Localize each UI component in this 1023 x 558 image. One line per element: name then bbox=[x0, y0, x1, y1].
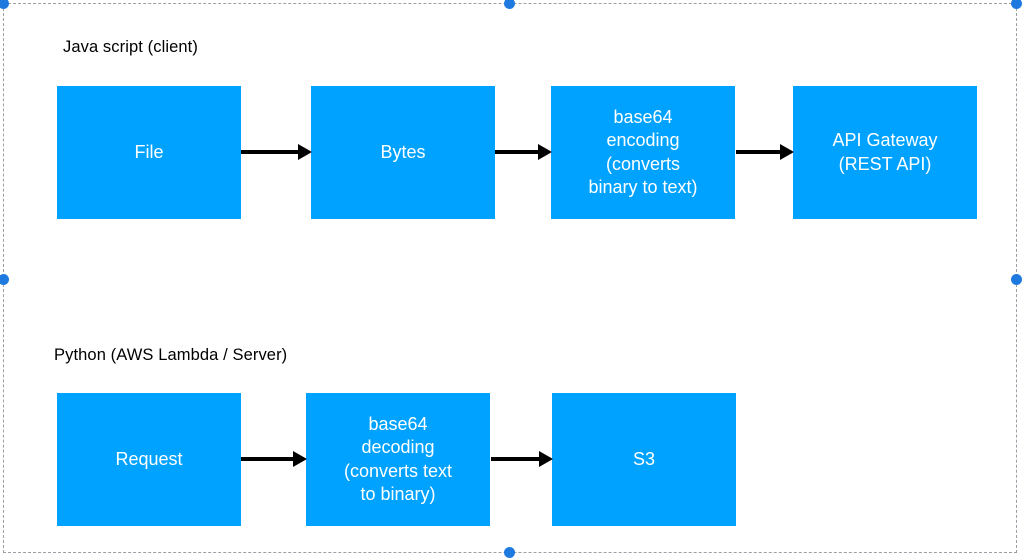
arrow-shaft-icon bbox=[736, 150, 781, 154]
node-b64decode[interactable]: base64 decoding (converts text to binary… bbox=[306, 393, 490, 526]
arrow-head-icon bbox=[298, 144, 312, 160]
arrow-head-icon bbox=[780, 144, 794, 160]
node-b64encode[interactable]: base64 encoding (converts binary to text… bbox=[551, 86, 735, 219]
handle-middle-right[interactable] bbox=[1011, 274, 1022, 285]
arrow-shaft-icon bbox=[495, 150, 539, 154]
handle-bottom-center[interactable] bbox=[504, 547, 515, 558]
section-label-1: Python (AWS Lambda / Server) bbox=[54, 346, 288, 364]
section-label-0: Java script (client) bbox=[63, 38, 198, 56]
handle-top-left[interactable] bbox=[0, 0, 9, 9]
arrow-shaft-icon bbox=[241, 457, 294, 461]
node-bytes[interactable]: Bytes bbox=[311, 86, 495, 219]
node-apigateway[interactable]: API Gateway (REST API) bbox=[793, 86, 977, 219]
arrow-bytes-to-b64encode[interactable] bbox=[495, 144, 552, 160]
arrow-shaft-icon bbox=[491, 457, 540, 461]
handle-middle-left[interactable] bbox=[0, 274, 9, 285]
node-s3[interactable]: S3 bbox=[552, 393, 736, 526]
handle-top-right[interactable] bbox=[1011, 0, 1022, 9]
node-file[interactable]: File bbox=[57, 86, 241, 219]
arrow-request-to-b64decode[interactable] bbox=[241, 451, 307, 467]
arrow-b64decode-to-s3[interactable] bbox=[491, 451, 553, 467]
handle-top-center[interactable] bbox=[504, 0, 515, 9]
arrow-head-icon bbox=[538, 144, 552, 160]
arrow-shaft-icon bbox=[241, 150, 299, 154]
arrow-b64encode-to-apigateway[interactable] bbox=[736, 144, 794, 160]
arrow-head-icon bbox=[293, 451, 307, 467]
arrow-head-icon bbox=[539, 451, 553, 467]
arrow-file-to-bytes[interactable] bbox=[241, 144, 312, 160]
node-request[interactable]: Request bbox=[57, 393, 241, 526]
